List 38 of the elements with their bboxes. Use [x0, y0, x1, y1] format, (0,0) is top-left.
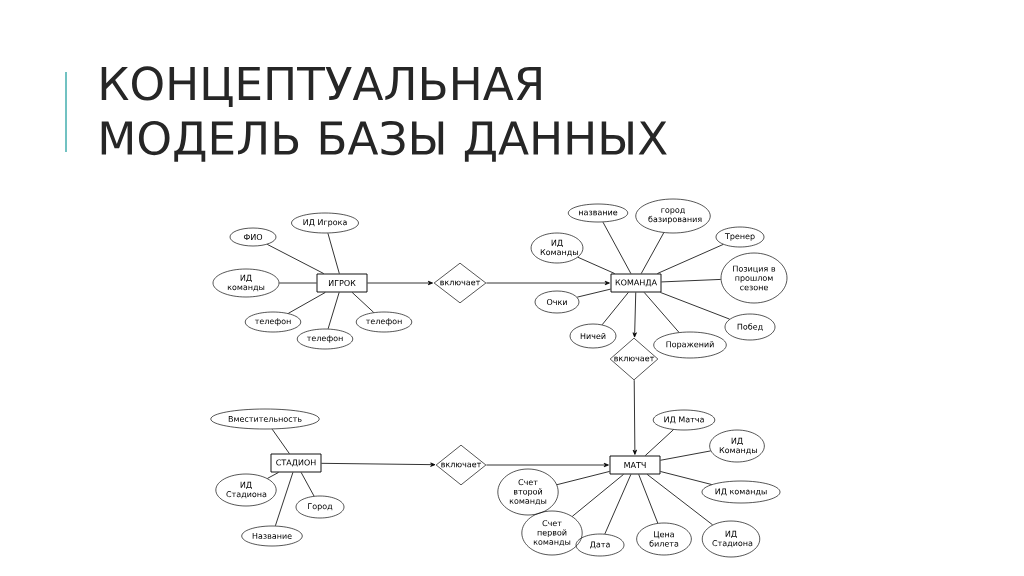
- entity-box: ИГРОК: [316, 273, 368, 293]
- connector-line: [660, 292, 730, 320]
- connector-line: [300, 472, 315, 497]
- connector-line: [644, 429, 674, 456]
- arrow: [321, 462, 436, 467]
- arrow: [485, 280, 610, 286]
- connector-line: [351, 292, 375, 313]
- connector-line: [327, 292, 340, 330]
- connector-line: [601, 292, 629, 326]
- connector-line: [576, 288, 611, 298]
- connector-line: [643, 292, 680, 333]
- arrow: [632, 292, 637, 338]
- arrow: [632, 379, 637, 455]
- connector-line: [278, 282, 317, 284]
- connector-line: [271, 428, 290, 454]
- connector-line: [571, 474, 624, 517]
- connector-line: [660, 471, 712, 485]
- connector-line: [660, 450, 711, 461]
- connector-line: [327, 232, 340, 274]
- connector-line: [646, 474, 713, 526]
- entity-box: СТАДИОН: [270, 453, 322, 473]
- connector-line: [267, 472, 279, 479]
- connector-line: [638, 474, 659, 524]
- connector-line: [266, 244, 325, 274]
- connector-line: [602, 221, 632, 274]
- arrow: [485, 462, 609, 468]
- connector-line: [640, 232, 665, 274]
- entity-box: КОМАНДА: [610, 273, 662, 293]
- connector-line: [287, 292, 326, 314]
- arrow: [367, 280, 433, 286]
- connector-line: [577, 256, 616, 274]
- connector-line: [604, 474, 632, 535]
- connector-line: [275, 472, 294, 527]
- connector-line: [556, 471, 610, 486]
- slide-title: КОНЦЕПТУАЛЬНАЯ МОДЕЛЬ БАЗЫ ДАННЫХ: [101, 66, 667, 162]
- connector-line: [661, 279, 722, 283]
- connector-line: [657, 244, 724, 274]
- entity-box: МАТЧ: [609, 455, 661, 475]
